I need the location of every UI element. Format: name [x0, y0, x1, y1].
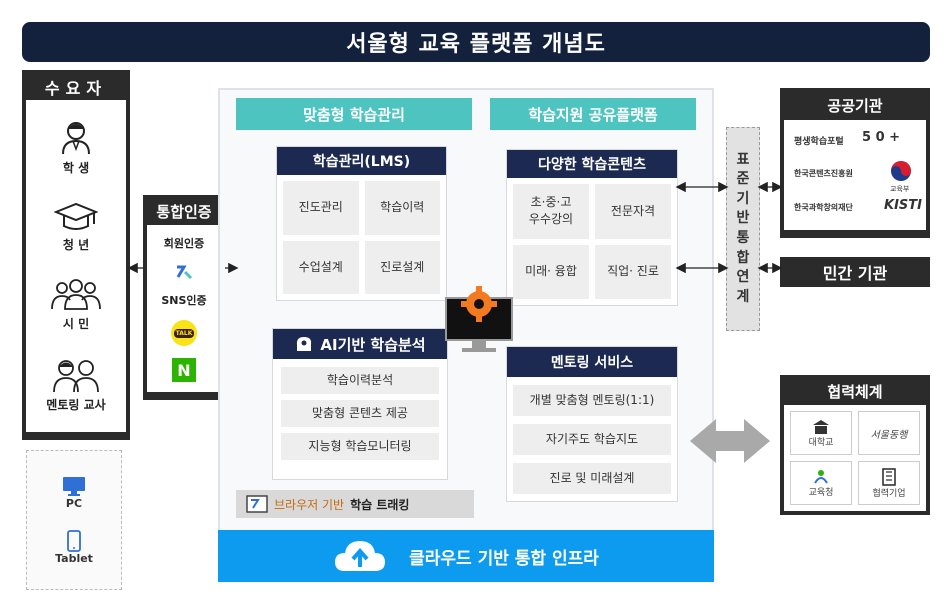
page-title: 서울형 교육 플랫폼 개념도 — [22, 22, 930, 62]
mentoring-title: 멘토링 서비스 — [507, 347, 677, 377]
ai-analysis-title: AI기반 학습분석 — [320, 335, 426, 354]
device-tablet: Tablet — [55, 530, 93, 565]
cooperation-double-arrow — [690, 419, 770, 463]
citizens-group-icon — [51, 279, 101, 310]
lms-box: 학습관리(LMS) 진도관리 학습이력 수업설계 진로설계 — [276, 146, 447, 301]
user-label: 시 민 — [62, 317, 90, 331]
ai-item: 지능형 학습모니터링 — [281, 433, 439, 460]
education-office-icon — [814, 469, 828, 484]
tracking-suffix: 학습 트래킹 — [350, 497, 410, 512]
users-panel: 수요자 학 생 청 년 시 민 멘토링 교사 — [22, 70, 130, 440]
coop-education-office: 교육청 — [790, 461, 852, 505]
lms-cell: 진도관리 — [283, 181, 359, 235]
cloud-infra-bar: 클라우드 기반 통합 인프라 — [218, 530, 714, 582]
coop-company: 협력기업 — [858, 461, 920, 505]
std-char: 표 — [736, 151, 750, 168]
user-label: 학 생 — [62, 161, 90, 175]
std-char: 준 — [736, 171, 750, 188]
contents-cell: 직업· 진로 — [595, 244, 671, 299]
std-char: 기 — [736, 190, 750, 207]
browser-window-icon — [246, 495, 268, 513]
private-institutions-label: 민간 기관 — [780, 257, 930, 287]
shared-platform-header: 학습지원 공유플랫폼 — [490, 98, 696, 130]
user-label: 청 년 — [62, 238, 90, 252]
mentoring-item: 개별 맞춤형 멘토링(1:1) — [513, 385, 671, 416]
org-logo: 5 0 + — [862, 130, 901, 145]
mentoring-item: 자기주도 학습지도 — [513, 424, 671, 455]
contents-cell: 미래· 융합 — [513, 244, 589, 299]
naver-icon: N — [172, 358, 196, 383]
cloud-upload-icon — [335, 541, 386, 571]
learning-contents-box: 다양한 학습콘텐츠 초·중·고 우수강의 전문자격 미래· 융합 직업· 진로 — [506, 149, 678, 306]
university-icon — [813, 419, 829, 434]
kakaotalk-icon: TALK — [171, 320, 197, 347]
sns-auth-label: SNS인증 — [161, 294, 207, 308]
users-panel-title: 수요자 — [44, 79, 108, 98]
auth-title: 통합인증 — [156, 203, 212, 221]
org-logo: 교육부 — [890, 185, 910, 193]
graduation-cap-icon — [54, 202, 98, 230]
contents-title: 다양한 학습콘텐츠 — [507, 150, 677, 178]
lms-cell: 학습이력 — [364, 181, 440, 235]
std-char: 합 — [736, 249, 750, 266]
monitor-icon — [63, 477, 85, 496]
ai-item: 맞춤형 콘텐츠 제공 — [281, 400, 439, 427]
coop-university: 대학교 — [790, 411, 852, 455]
device-label: PC — [65, 497, 83, 510]
org-logo: KISTI — [884, 198, 922, 213]
contents-cell: 전문자격 — [595, 184, 671, 239]
user-label: 멘토링 교사 — [46, 398, 106, 412]
taegeuk-icon — [891, 161, 911, 181]
device-pc: PC — [61, 475, 87, 510]
org-logo: 한국과학창의재단 — [794, 203, 853, 212]
std-char: 연 — [736, 269, 750, 286]
public-title: 공공기관 — [827, 97, 883, 115]
tracking-prefix: 브라우저 기반 — [274, 497, 345, 512]
ai-analysis-header: AI기반 학습분석 — [273, 329, 447, 359]
ai-analysis-box: AI기반 학습분석 학습이력분석 맞춤형 콘텐츠 제공 지능형 학습모니터링 — [272, 328, 448, 480]
lms-cell: 수업설계 — [283, 240, 359, 294]
ai-item: 학습이력분석 — [281, 367, 439, 394]
custom-learning-header: 맞춤형 학습관리 — [236, 98, 472, 130]
coop-seoul: 서울동행 — [858, 411, 920, 455]
integrated-auth-panel: 통합인증 회원인증 SNS인증 TALK N — [143, 195, 225, 400]
org-logo: 한국콘텐츠진흥원 — [794, 169, 853, 178]
cooperation-panel: 협력체계 대학교 서울동행 교육청 협력기업 — [780, 375, 930, 515]
lms-title: 학습관리(LMS) — [277, 147, 446, 175]
browser-tracking-bar: 브라우저 기반 학습 트래킹 — [236, 490, 474, 518]
mentoring-item: 진로 및 미래설계 — [513, 463, 671, 494]
user-student: 학 생 — [59, 119, 93, 176]
tablet-icon — [67, 530, 81, 552]
user-citizen: 시 민 — [50, 279, 102, 332]
building-icon — [882, 467, 896, 486]
member-auth-label: 회원인증 — [163, 236, 205, 250]
user-mentor-teacher: 멘토링 교사 — [46, 358, 106, 413]
std-char: 반 — [736, 210, 750, 227]
contents-cell: 초·중·고 우수강의 — [513, 184, 589, 239]
lms-cell: 진로설계 — [364, 240, 440, 294]
student-icon — [62, 122, 90, 155]
device-label: Tablet — [55, 552, 93, 565]
cloud-infra-label: 클라우드 기반 통합 인프라 — [409, 548, 599, 569]
std-char: 통 — [736, 230, 750, 246]
standard-integration-bar: 표 준 기 반 통 합 연 계 — [726, 127, 760, 331]
mentoring-box: 멘토링 서비스 개별 맞춤형 멘토링(1:1) 자기주도 학습지도 진로 및 미… — [506, 346, 678, 502]
device-panel: PC Tablet — [26, 450, 122, 590]
std-char: 계 — [736, 288, 750, 305]
coop-title: 협력체계 — [827, 383, 883, 401]
monitor-gear-icon — [445, 286, 513, 352]
teacher-icon — [53, 360, 99, 392]
public-institutions-panel: 공공기관 평생학습포털 5 0 + 한국콘텐츠진흥원 교육부 한국과학창의재단 … — [780, 88, 930, 238]
user-youth: 청 년 — [54, 202, 98, 253]
org-logo: 평생학습포털 — [794, 137, 844, 147]
auth-app-icon — [176, 265, 193, 279]
ai-head-icon — [297, 337, 312, 351]
